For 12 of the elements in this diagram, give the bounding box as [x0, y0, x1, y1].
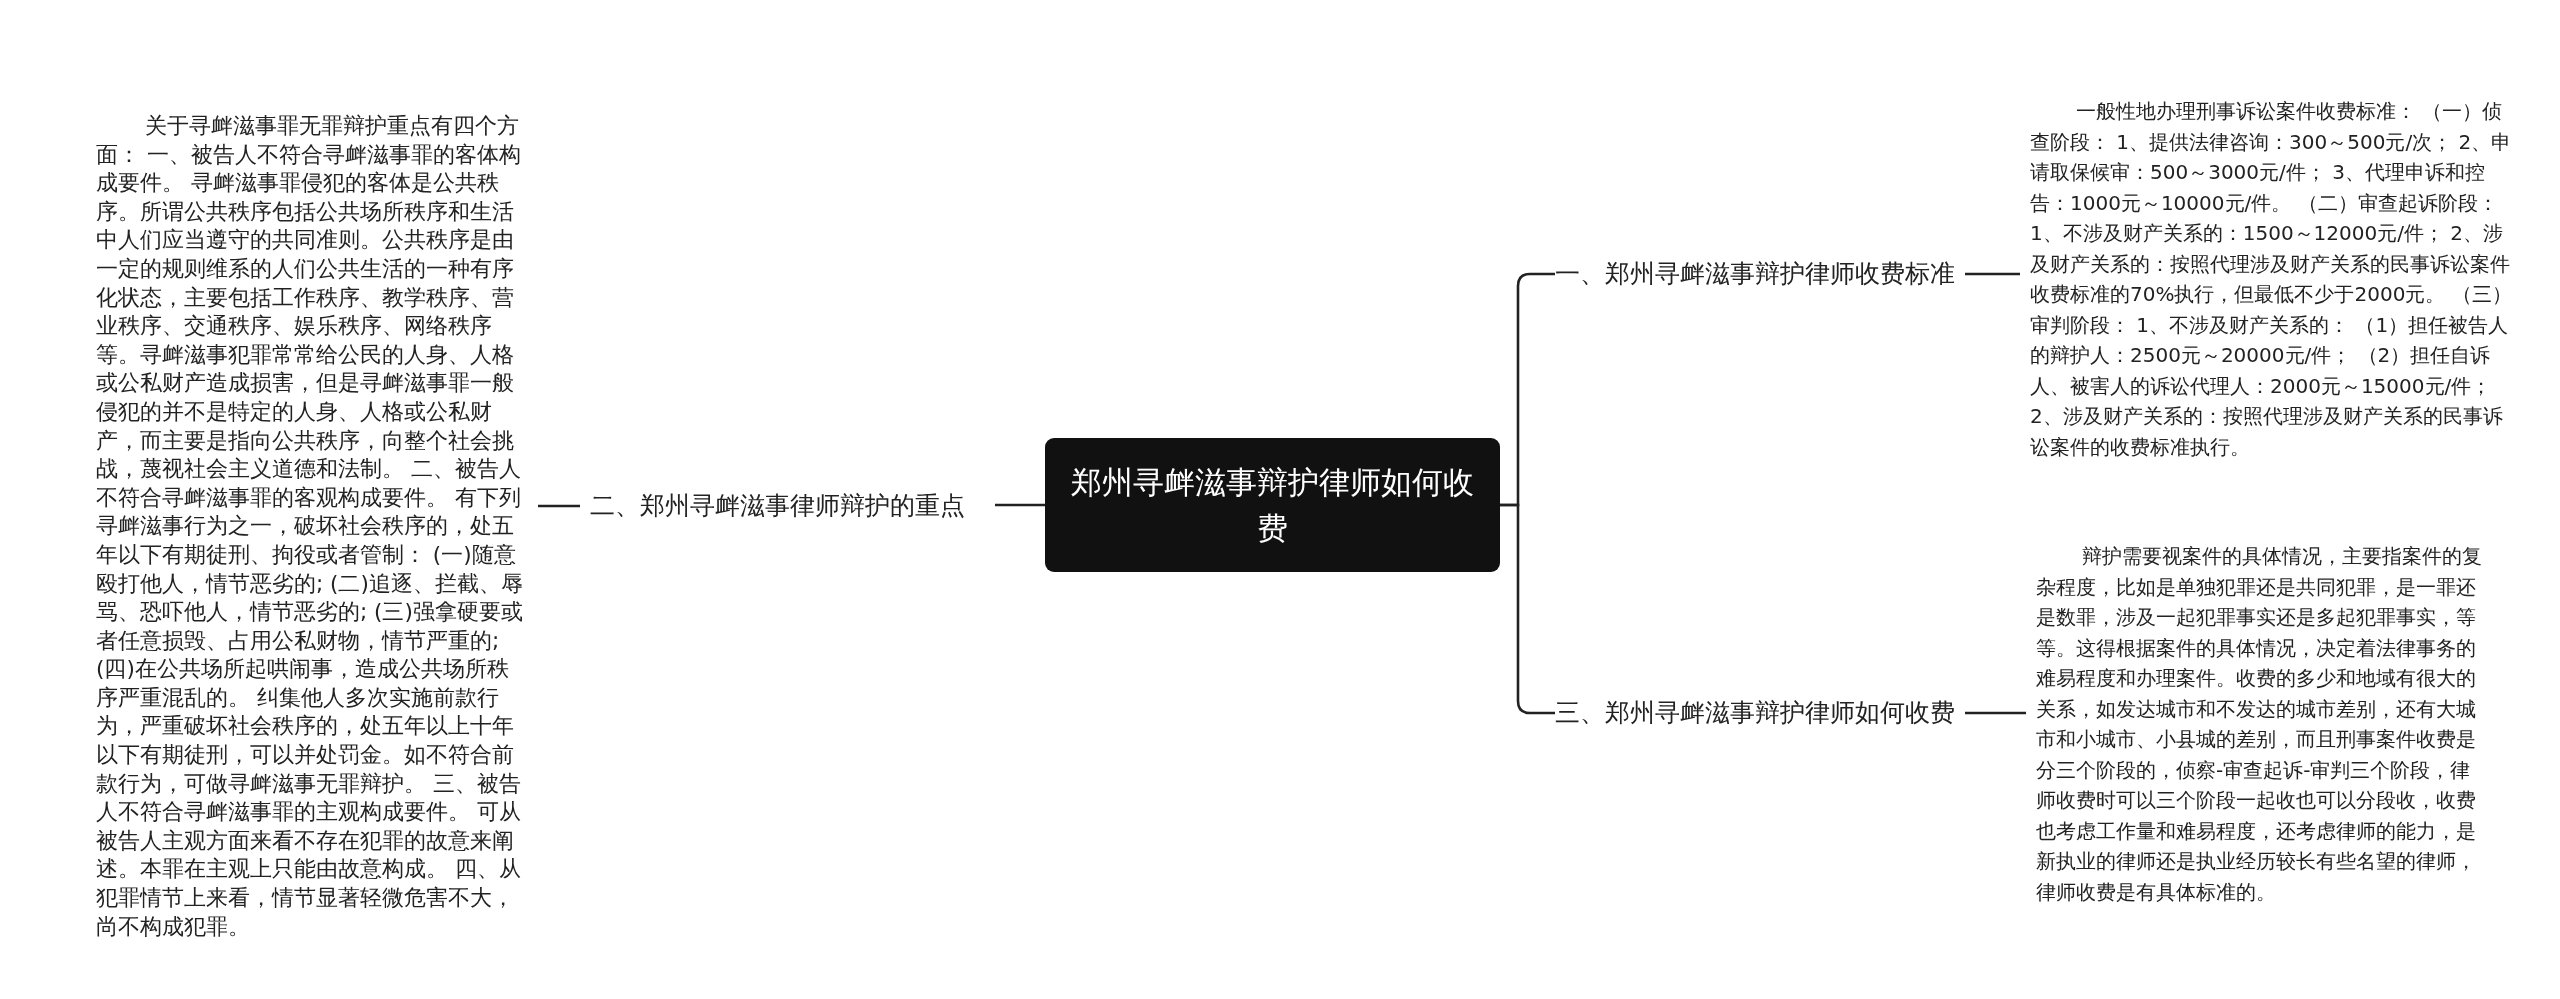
- detail-text: 关于寻衅滋事罪无罪辩护重点有四个方面： 一、被告人不符合寻衅滋事罪的客体构成要件。 寻衅滋事罪侵犯的客体是公共秩序。所谓公共秩序包括公共场所秩序和生活中人们应当遵守的共同准则。公共秩序是由一定的规则维系的人们公共生活的一种有序化状态，主要包括工作秩序、教学秩序、营业秩序、交通秩序、娱乐秩序、网络秩序等。寻衅滋事犯罪常常给公民的人身、人格或公私财产造成损害，但是寻衅滋事罪一般侵犯的并不是特定的人身、人格或公私财产，而主要是指向公共秩序，向整个社会挑战，蔑视社会主义道德和法制。 二、被告人不符合寻衅滋事罪的客观构成要件。 有下列寻衅滋事行为之一，破坏社会秩序的，处五年以下有期徒刑、拘役或者管制： (一)随意殴打他人，情节恶劣的; (二)追逐、拦截、辱骂、恐吓他人，情节恶劣的; (三)强拿硬要或者任意损毁、占用公私财物，情节严重的; (四)在公共场所起哄闹事，造成公共场所秩序严重混乱的。 纠集他人多次实施前款行为，严重破坏社会秩序的，处五年以上十年以下有期徒刑，可以并处罚金。如不符合前款行为，可做寻衅滋事无罪辩护。 三、被告人不符合寻衅滋事罪的主观构成要件。 可从被告人主观方面来看不存在犯罪的故意来阐述。本罪在主观上只能由故意构成。 四、从犯罪情节上来看，情节显著轻微危害不大，尚不构成犯罪。: [96, 112, 528, 942]
- branch-topic: 一、郑州寻衅滋事辩护律师收费标准: [1555, 257, 1955, 291]
- connector-line: [1965, 711, 2026, 715]
- branch-topic: 二、郑州寻衅滋事律师辩护的重点: [590, 489, 995, 523]
- connector-line: [538, 504, 580, 508]
- connector-line: [1500, 503, 1555, 715]
- connector-line: [1965, 272, 2020, 276]
- connector-line: [995, 503, 1045, 507]
- root-topic-box: 郑州寻衅滋事辩护律师如何收费: [1045, 438, 1500, 572]
- detail-text: 一般性地办理刑事诉讼案件收费标准： （一）侦查阶段： 1、提供法律咨询：300～500元/次； 2、申请取保候审：500～3000元/件； 3、代理申诉和控告：1000元～10000元/件。 （二）审查起诉阶段： 1、不涉及财产关系的：1500～12000元/件； 2、涉及财产关系的：按照代理涉及财产关系的民事诉讼案件收费标准的70%执行，但最低不少于2000元。 （三）审判阶段： 1、不涉及财产关系的： （1）担任被告人的辩护人：2500元～20000元/件； （2）担任自诉人、被害人的诉讼代理人：2000元～15000元/件； 2、涉及财产关系的：按照代理涉及财产关系的民事诉讼案件的收费标准执行。: [2030, 96, 2514, 462]
- detail-text: 辩护需要视案件的具体情况，主要指案件的复杂程度，比如是单独犯罪还是共同犯罪，是一罪还是数罪，涉及一起犯罪事实还是多起犯罪事实，等等。这得根据案件的具体情况，决定着法律事务的难易程度和办理案件。收费的多少和地域有很大的关系，如发达城市和不发达的城市差别，还有大城市和小城市、小县城的差别，而且刑事案件收费是分三个阶段的，侦察-审查起诉-审判三个阶段，律师收费时可以三个阶段一起收也可以分段收，收费也考虑工作量和难易程度，还考虑律师的能力，是新执业的律师还是执业经历较长有些名望的律师，律师收费是有具体标准的。: [2036, 541, 2482, 907]
- branch-topic: 三、郑州寻衅滋事辩护律师如何收费: [1555, 696, 1955, 730]
